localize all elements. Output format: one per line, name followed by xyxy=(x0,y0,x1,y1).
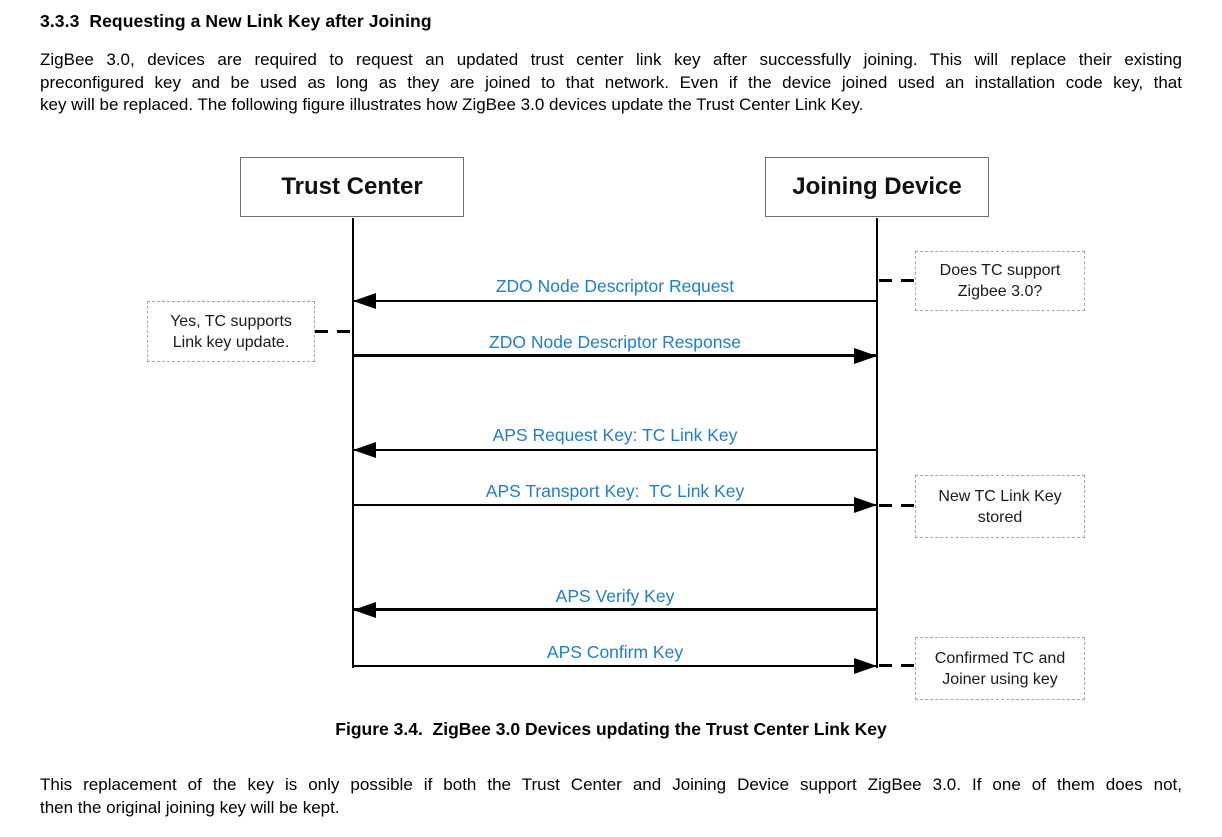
note-line: New TC Link Key xyxy=(938,487,1062,505)
note-line: Does TC support xyxy=(939,262,1061,279)
message-arrow-line xyxy=(354,665,876,667)
section-heading: 3.3.3 Requesting a New Link Key after Jo… xyxy=(40,11,432,31)
message-label: ZDO Node Descriptor Response xyxy=(489,332,741,352)
arrowhead-left-icon xyxy=(353,442,376,458)
note-does-tc-support: Does TC support Zigbee 3.0? xyxy=(915,251,1085,311)
message-label: ZDO Node Descriptor Request xyxy=(495,276,735,296)
message-label: APS Request Key: TC Link Key xyxy=(492,425,738,445)
note-connector xyxy=(879,664,915,667)
message-arrow-line xyxy=(354,504,876,506)
figure-caption: Figure 3.4. ZigBee 3.0 Devices updating … xyxy=(335,719,887,739)
message-arrow-line xyxy=(354,354,876,357)
note-connector xyxy=(315,330,352,333)
closing-paragraph: This replacement of the key is only poss… xyxy=(40,774,1182,819)
note-connector xyxy=(879,504,915,507)
note-line: Confirmed TC and xyxy=(934,649,1066,667)
lifeline-joining-device xyxy=(876,218,878,668)
actor-box-trust-center: Trust Center xyxy=(240,157,464,217)
message-arrow-line xyxy=(354,608,876,611)
intro-paragraph: ZigBee 3.0, devices are required to requ… xyxy=(40,49,1182,117)
note-yes-tc-supports: Yes, TC supports Link key update. xyxy=(147,301,315,362)
message-label: APS Transport Key: TC Link Key xyxy=(485,481,745,501)
note-new-tc-link-key-stored: New TC Link Key stored xyxy=(915,475,1085,538)
note-connector xyxy=(879,279,915,282)
arrowhead-right-icon xyxy=(854,347,877,364)
note-line: stored xyxy=(977,508,1023,526)
paragraph-line: This replacement of the key is only poss… xyxy=(40,775,1182,794)
paragraph-line: key will be replaced. The following figu… xyxy=(40,95,864,114)
arrowhead-right-icon xyxy=(854,658,877,674)
arrowhead-right-icon xyxy=(854,497,877,513)
note-confirmed-key-usage: Confirmed TC and Joiner using key xyxy=(915,637,1085,700)
arrowhead-left-icon xyxy=(353,601,376,618)
actor-label: Trust Center xyxy=(281,173,423,200)
note-line: Zigbee 3.0? xyxy=(957,283,1043,300)
message-label: APS Confirm Key xyxy=(546,642,684,662)
note-line: Yes, TC supports xyxy=(170,312,292,330)
paragraph-line: preconfigured key and be used as long as… xyxy=(40,72,1182,92)
note-line: Link key update. xyxy=(172,333,290,351)
arrowhead-left-icon xyxy=(353,293,376,309)
paragraph-line: then the original joining key will be ke… xyxy=(40,797,340,817)
message-arrow-line xyxy=(354,449,876,451)
message-label: APS Verify Key xyxy=(555,586,675,606)
actor-label: Joining Device xyxy=(792,173,962,200)
paragraph-line: ZigBee 3.0, devices are required to requ… xyxy=(40,50,1182,69)
actor-box-joining-device: Joining Device xyxy=(765,157,989,217)
note-line: Joiner using key xyxy=(942,670,1058,688)
message-arrow-line xyxy=(354,300,876,302)
